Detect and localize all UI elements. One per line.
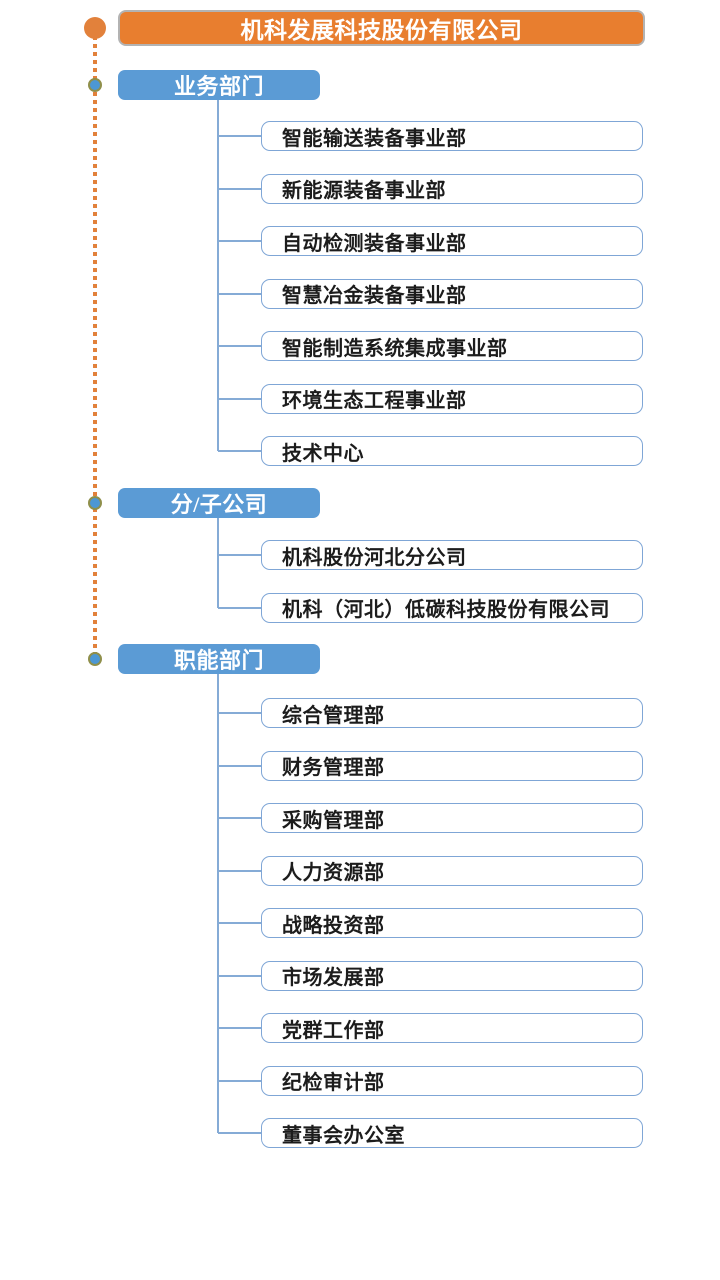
child-connector-horizontal [218,240,261,242]
department-node-label: 纪检审计部 [282,1072,385,1094]
child-connector-horizontal [218,1132,261,1134]
group-connector-vertical [217,518,219,608]
child-connector-horizontal [218,397,261,400]
department-node-label: 党群工作部 [282,1019,385,1042]
department-node-label: 智能输送装备事业部 [282,127,467,150]
group-header-label: 职能部门 [173,648,264,673]
child-connector-horizontal [218,712,261,714]
department-node: 战略投资部 [261,908,643,938]
department-node: 采购管理部 [261,803,643,833]
group-header-label: 业务部门 [173,74,264,99]
department-node-label: 董事会办公室 [282,1124,405,1147]
department-node: 自动检测装备事业部 [261,226,643,256]
department-node-label: 新能源装备事业部 [282,180,446,202]
department-node: 新能源装备事业部 [261,173,643,204]
department-node-label: 自动检测装备事业部 [282,232,467,255]
root-anchor-dot [84,17,106,39]
child-connector-horizontal [218,817,261,819]
child-connector-horizontal [218,292,261,295]
department-node-label: 财务管理部 [282,757,385,779]
department-node: 党群工作部 [261,1013,643,1043]
department-node-label: 战略投资部 [282,914,385,937]
department-node-label: 采购管理部 [282,809,385,832]
department-node: 智慧冶金装备事业部 [261,278,643,309]
department-node-label: 综合管理部 [282,704,385,727]
department-node: 纪检审计部 [261,1065,643,1096]
child-connector-horizontal [218,764,261,767]
child-connector-horizontal [218,606,261,609]
group-header-label: 分/子公司 [170,492,268,517]
department-node-label: 人力资源部 [282,862,385,884]
department-node-label: 机科（河北）低碳科技股份有限公司 [282,599,610,621]
child-connector-horizontal [218,554,261,556]
department-node: 技术中心 [261,436,643,466]
group-header-functional-departments: 职能部门 [118,644,320,674]
group-anchor-dot-business-departments [88,78,102,92]
group-connector-vertical [217,674,219,1133]
group-anchor-dot-functional-departments [88,652,102,666]
company-root-node: 机科发展科技股份有限公司 [118,10,645,46]
trunk-dotted-line [93,28,97,660]
department-node-label: 智慧冶金装备事业部 [282,285,467,307]
child-connector-horizontal [218,345,261,347]
company-name: 机科发展科技股份有限公司 [240,18,523,43]
department-node: 董事会办公室 [261,1118,643,1148]
child-connector-horizontal [218,974,261,977]
group-header-business-departments: 业务部门 [118,70,320,100]
department-node: 综合管理部 [261,698,643,728]
department-node-label: 机科股份河北分公司 [282,546,467,569]
child-connector-horizontal [218,450,261,452]
child-connector-horizontal [218,1079,261,1082]
child-connector-horizontal [218,1027,261,1029]
child-connector-horizontal [218,187,261,190]
department-node: 财务管理部 [261,750,643,781]
department-node-label: 环境生态工程事业部 [282,390,467,412]
department-node: 机科（河北）低碳科技股份有限公司 [261,592,643,623]
department-node-label: 智能制造系统集成事业部 [282,337,508,360]
child-connector-horizontal [218,922,261,924]
group-connector-vertical [217,100,219,451]
group-anchor-dot-subsidiaries [88,496,102,510]
department-node-label: 技术中心 [282,442,364,465]
department-node: 人力资源部 [261,855,643,886]
department-node: 智能输送装备事业部 [261,121,643,151]
group-header-subsidiaries: 分/子公司 [118,488,320,518]
department-node: 环境生态工程事业部 [261,383,643,414]
department-node: 机科股份河北分公司 [261,540,643,570]
department-node: 智能制造系统集成事业部 [261,331,643,361]
department-node: 市场发展部 [261,960,643,991]
child-connector-horizontal [218,869,261,872]
department-node-label: 市场发展部 [282,967,385,989]
child-connector-horizontal [218,135,261,137]
